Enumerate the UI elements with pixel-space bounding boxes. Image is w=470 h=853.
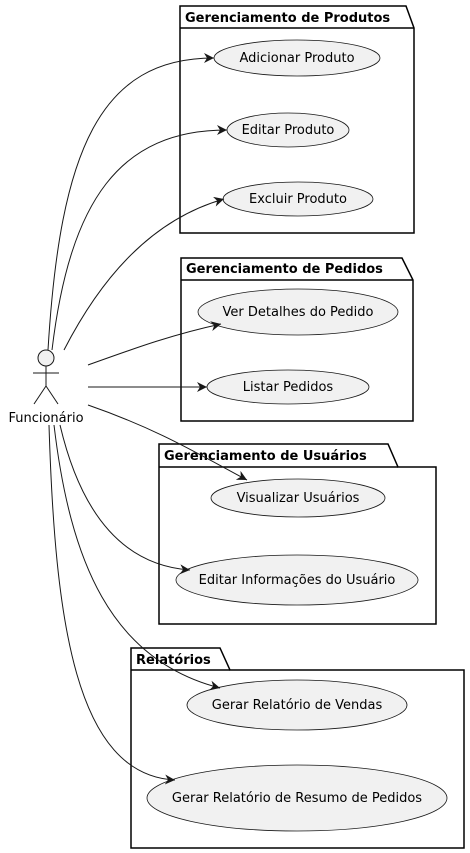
package-relatorios-title: Relatórios xyxy=(136,653,211,668)
use-case-gerar-relatorio-resumo-pedidos: Gerar Relatório de Resumo de Pedidos xyxy=(146,764,448,832)
use-case-shape xyxy=(175,554,419,606)
edge-gerar-relatorio-resumo-pedidos xyxy=(48,424,176,785)
edge-adicionar-produto xyxy=(47,53,215,351)
use-case-label: Excluir Produto xyxy=(249,192,347,207)
associations xyxy=(47,53,248,785)
edge-editar-informacoes-usuario xyxy=(59,424,191,575)
use-case-shape xyxy=(186,679,408,731)
use-case-label: Listar Pedidos xyxy=(243,380,334,395)
use-case-label: Gerar Relatório de Resumo de Pedidos xyxy=(172,791,422,806)
use-case-label: Editar Informações do Usuário xyxy=(199,573,396,588)
use-case-label: Ver Detalhes do Pedido xyxy=(223,305,374,320)
use-case-listar-pedidos: Listar Pedidos xyxy=(206,369,370,405)
use-case-excluir-produto: Excluir Produto xyxy=(222,181,374,217)
actor-left-leg xyxy=(33,385,47,405)
use-case-ver-detalhes-pedido: Ver Detalhes do Pedido xyxy=(197,288,399,336)
use-case-visualizar-usuarios: Visualizar Usuários xyxy=(210,478,386,518)
use-case-label: Visualizar Usuários xyxy=(237,491,360,506)
use-case-gerar-relatorio-vendas: Gerar Relatório de Vendas xyxy=(186,679,408,731)
package-usuarios-title: Gerenciamento de Usuários xyxy=(164,449,367,464)
edge-visualizar-usuarios xyxy=(87,404,248,481)
use-case-shape xyxy=(210,478,386,518)
use-case-editar-produto: Editar Produto xyxy=(226,112,350,148)
package-pedidos-title: Gerenciamento de Pedidos xyxy=(186,262,383,277)
use-case-editar-informacoes-usuario: Editar Informações do Usuário xyxy=(175,554,419,606)
actor-label: Funcionário xyxy=(8,411,83,426)
use-case-shape xyxy=(146,764,448,832)
edge-ver-detalhes-pedido xyxy=(87,321,222,366)
actor-right-leg xyxy=(45,385,59,405)
use-case-label: Editar Produto xyxy=(242,123,335,138)
use-case-adicionar-produto: Adicionar Produto xyxy=(213,39,381,77)
use-case-shape xyxy=(197,288,399,336)
edge-excluir-produto xyxy=(63,196,225,351)
actor-funcionario: Funcionário xyxy=(8,349,84,426)
use-case-label: Gerar Relatório de Vendas xyxy=(212,698,383,713)
use-case-label: Adicionar Produto xyxy=(239,51,354,66)
actor-head xyxy=(37,349,55,367)
package-produtos-title: Gerenciamento de Produtos xyxy=(185,11,390,26)
edge-editar-produto xyxy=(51,125,228,351)
edge-gerar-relatorio-vendas xyxy=(53,424,221,691)
